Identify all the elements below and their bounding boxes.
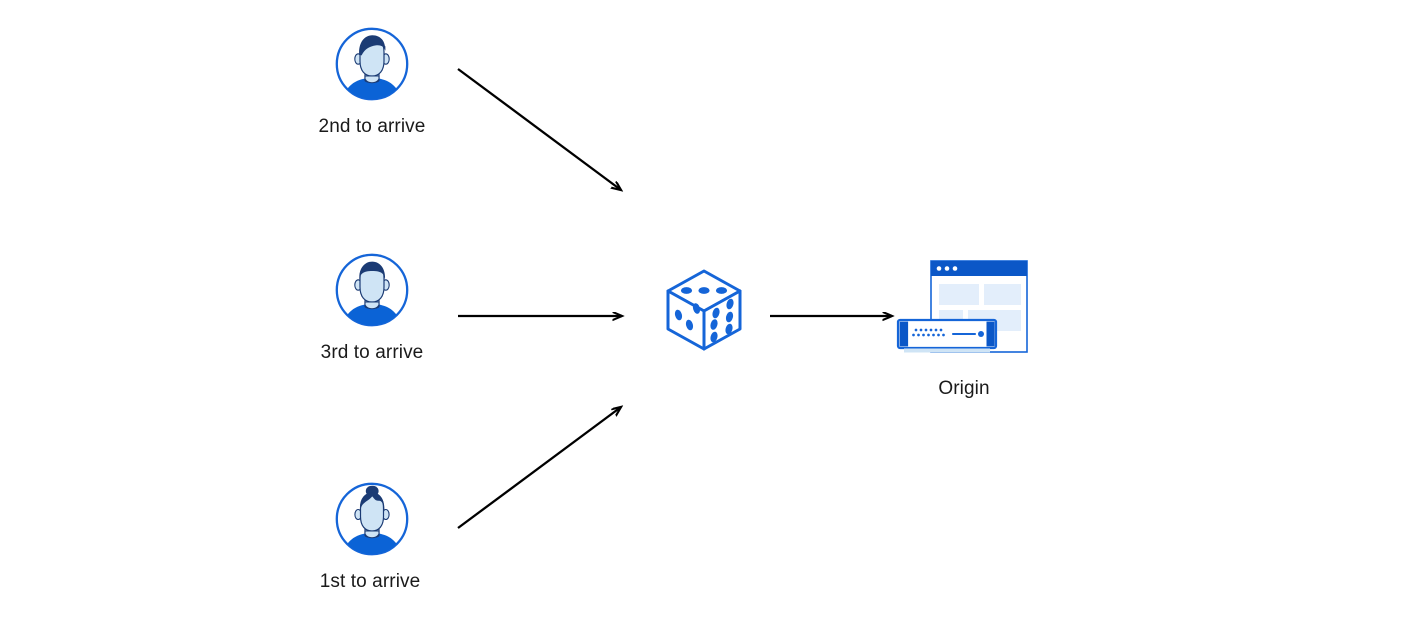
node-label-client-1st: 1st to arrive	[319, 571, 421, 592]
node-origin[interactable]: Origin	[893, 258, 1033, 399]
node-label-client-2nd: 2nd to arrive	[318, 116, 426, 137]
origin-server-icon	[893, 258, 1033, 358]
user-avatar-icon	[334, 252, 410, 328]
user-avatar-icon	[334, 481, 410, 557]
node-randomizer[interactable]	[658, 263, 750, 355]
user-avatar-icon	[334, 26, 410, 102]
dice-icon	[658, 263, 750, 355]
connector-1st-to-dice	[457, 407, 621, 529]
node-label-origin: Origin	[938, 378, 990, 399]
node-label-client-3rd: 3rd to arrive	[320, 342, 424, 363]
